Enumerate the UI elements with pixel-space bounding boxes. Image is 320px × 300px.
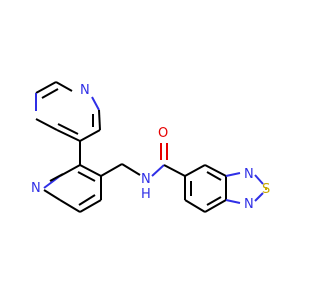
atom-s-thiadiazole: S <box>262 182 270 197</box>
amide-linker <box>100 143 186 177</box>
atom-h-amide: H <box>141 187 151 202</box>
atom-n-amide: N <box>141 172 151 187</box>
lower-pyridine-ring <box>43 164 102 213</box>
atom-n-thiadiazole-top: N <box>244 167 254 182</box>
benzothiadiazole-ring <box>184 164 267 213</box>
atom-o-carbonyl: O <box>158 126 168 141</box>
molecule-diagram: N N N H O N S N <box>31 81 270 213</box>
atom-n-pyridine-left: N <box>31 181 41 196</box>
atom-n-pyridine-top: N <box>80 83 90 98</box>
atom-n-thiadiazole-bottom: N <box>244 197 254 212</box>
top-pyridine-ring <box>35 81 101 142</box>
